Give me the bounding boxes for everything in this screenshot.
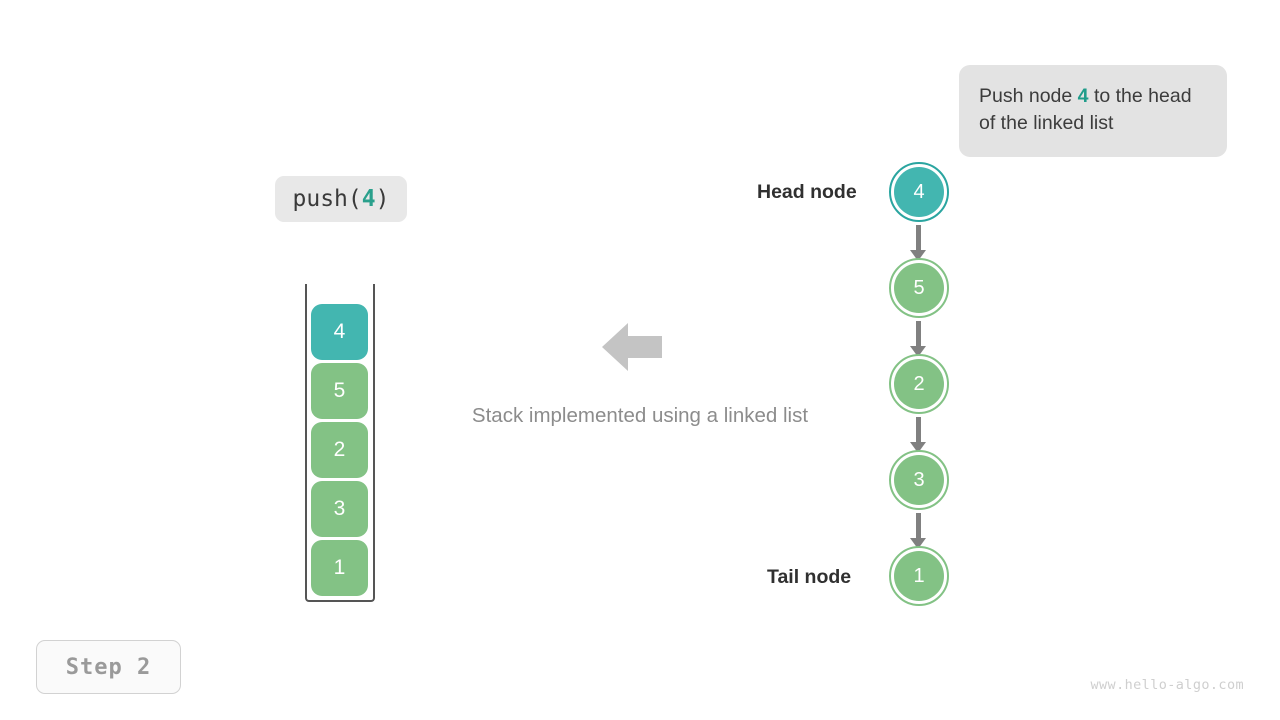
stack-cell: 5 [311,363,368,419]
diagram-caption: Stack implemented using a linked list [471,404,809,427]
head-node-label: Head node [757,181,857,203]
stack-cell-value: 2 [333,438,346,461]
stack-cell-value: 4 [333,320,346,343]
stack-cell-value: 3 [333,497,346,520]
linked-list-node-disc: 5 [894,263,944,313]
stack-cell-list: 4 5 2 3 1 [311,304,368,599]
linked-list-node-disc: 3 [894,455,944,505]
linked-list-node-disc: 2 [894,359,944,409]
step-badge: Step 2 [36,640,181,694]
stack-cell-value: 5 [333,379,346,402]
stack-container-frame [305,284,375,602]
callout-text-before: Push node [979,85,1078,107]
linked-list-node: 1 [889,546,949,606]
tail-node-label: Tail node [767,566,852,588]
node-connector-line [916,321,921,351]
callout-text-after: to the head of the linked list [979,85,1192,134]
node-connector-arrowhead [910,346,926,357]
node-connector-line [916,513,921,543]
linked-list-node-value: 5 [913,276,925,299]
linked-list-node: 5 [889,258,949,318]
linked-list-node-disc: 1 [894,551,944,601]
node-connector-arrowhead [910,250,926,261]
push-operation-prefix: push( [292,186,362,212]
linked-list-node: 2 [889,354,949,414]
stack-cell: 4 [311,304,368,360]
push-explanation-tooltip: Push node 4 to the head of the linked li… [959,65,1227,157]
push-operation-value: 4 [361,186,376,212]
push-operation-suffix: ) [375,186,390,212]
node-connector-arrowhead [910,538,926,549]
push-operation-label: push(4) [275,176,407,222]
callout-highlight-value: 4 [1077,85,1089,107]
linked-list-node-value: 1 [913,564,925,587]
linked-list-node: 4 [889,162,949,222]
left-arrow-icon [602,323,662,371]
stack-cell: 3 [311,481,368,537]
stack-cell-value: 1 [333,556,346,579]
node-connector-line [916,225,921,255]
linked-list-node-value: 4 [913,180,925,203]
watermark: www.hello-algo.com [1090,677,1244,693]
node-connector-arrowhead [910,442,926,453]
node-connector-line [916,417,921,447]
stack-cell: 1 [311,540,368,596]
linked-list-node: 3 [889,450,949,510]
stack-cell: 2 [311,422,368,478]
linked-list-node-disc: 4 [894,167,944,217]
linked-list-node-value: 3 [913,468,925,491]
linked-list-node-value: 2 [913,372,925,395]
